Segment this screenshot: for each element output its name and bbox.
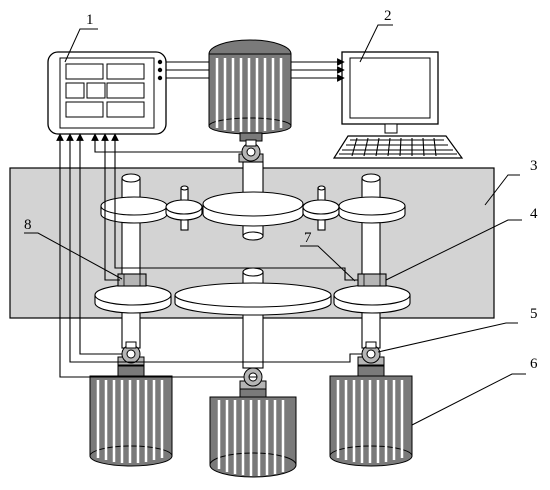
callout-6: 6: [530, 356, 538, 372]
right-torque-sensor: [357, 341, 385, 366]
callout-5: 5: [530, 306, 538, 322]
center-motor: [209, 388, 297, 478]
callout-1: 1: [86, 12, 94, 28]
top-motor: [208, 39, 292, 142]
callout-8: 8: [24, 217, 32, 233]
callout-4: 4: [530, 206, 538, 222]
callout-labels: 1 2 3 4 5 6 7 8: [24, 8, 538, 372]
right-motor: [329, 365, 413, 467]
callout-3: 3: [530, 158, 538, 174]
callout-7: 7: [304, 230, 312, 246]
controller: [47, 51, 167, 135]
top-torque-sensor: [238, 139, 264, 163]
upper-gear-row: [100, 191, 406, 227]
leader-lines: [24, 24, 526, 426]
sensor-right: [357, 273, 387, 287]
computer: [332, 51, 464, 159]
signal-wires: [56, 133, 362, 378]
callout-2: 2: [384, 8, 392, 24]
signal-arrows-top: [166, 58, 345, 82]
lower-gear-row: [94, 282, 411, 316]
left-motor: [89, 365, 173, 467]
center-torque-sensor: [239, 367, 267, 390]
sensor-left: [117, 273, 147, 287]
